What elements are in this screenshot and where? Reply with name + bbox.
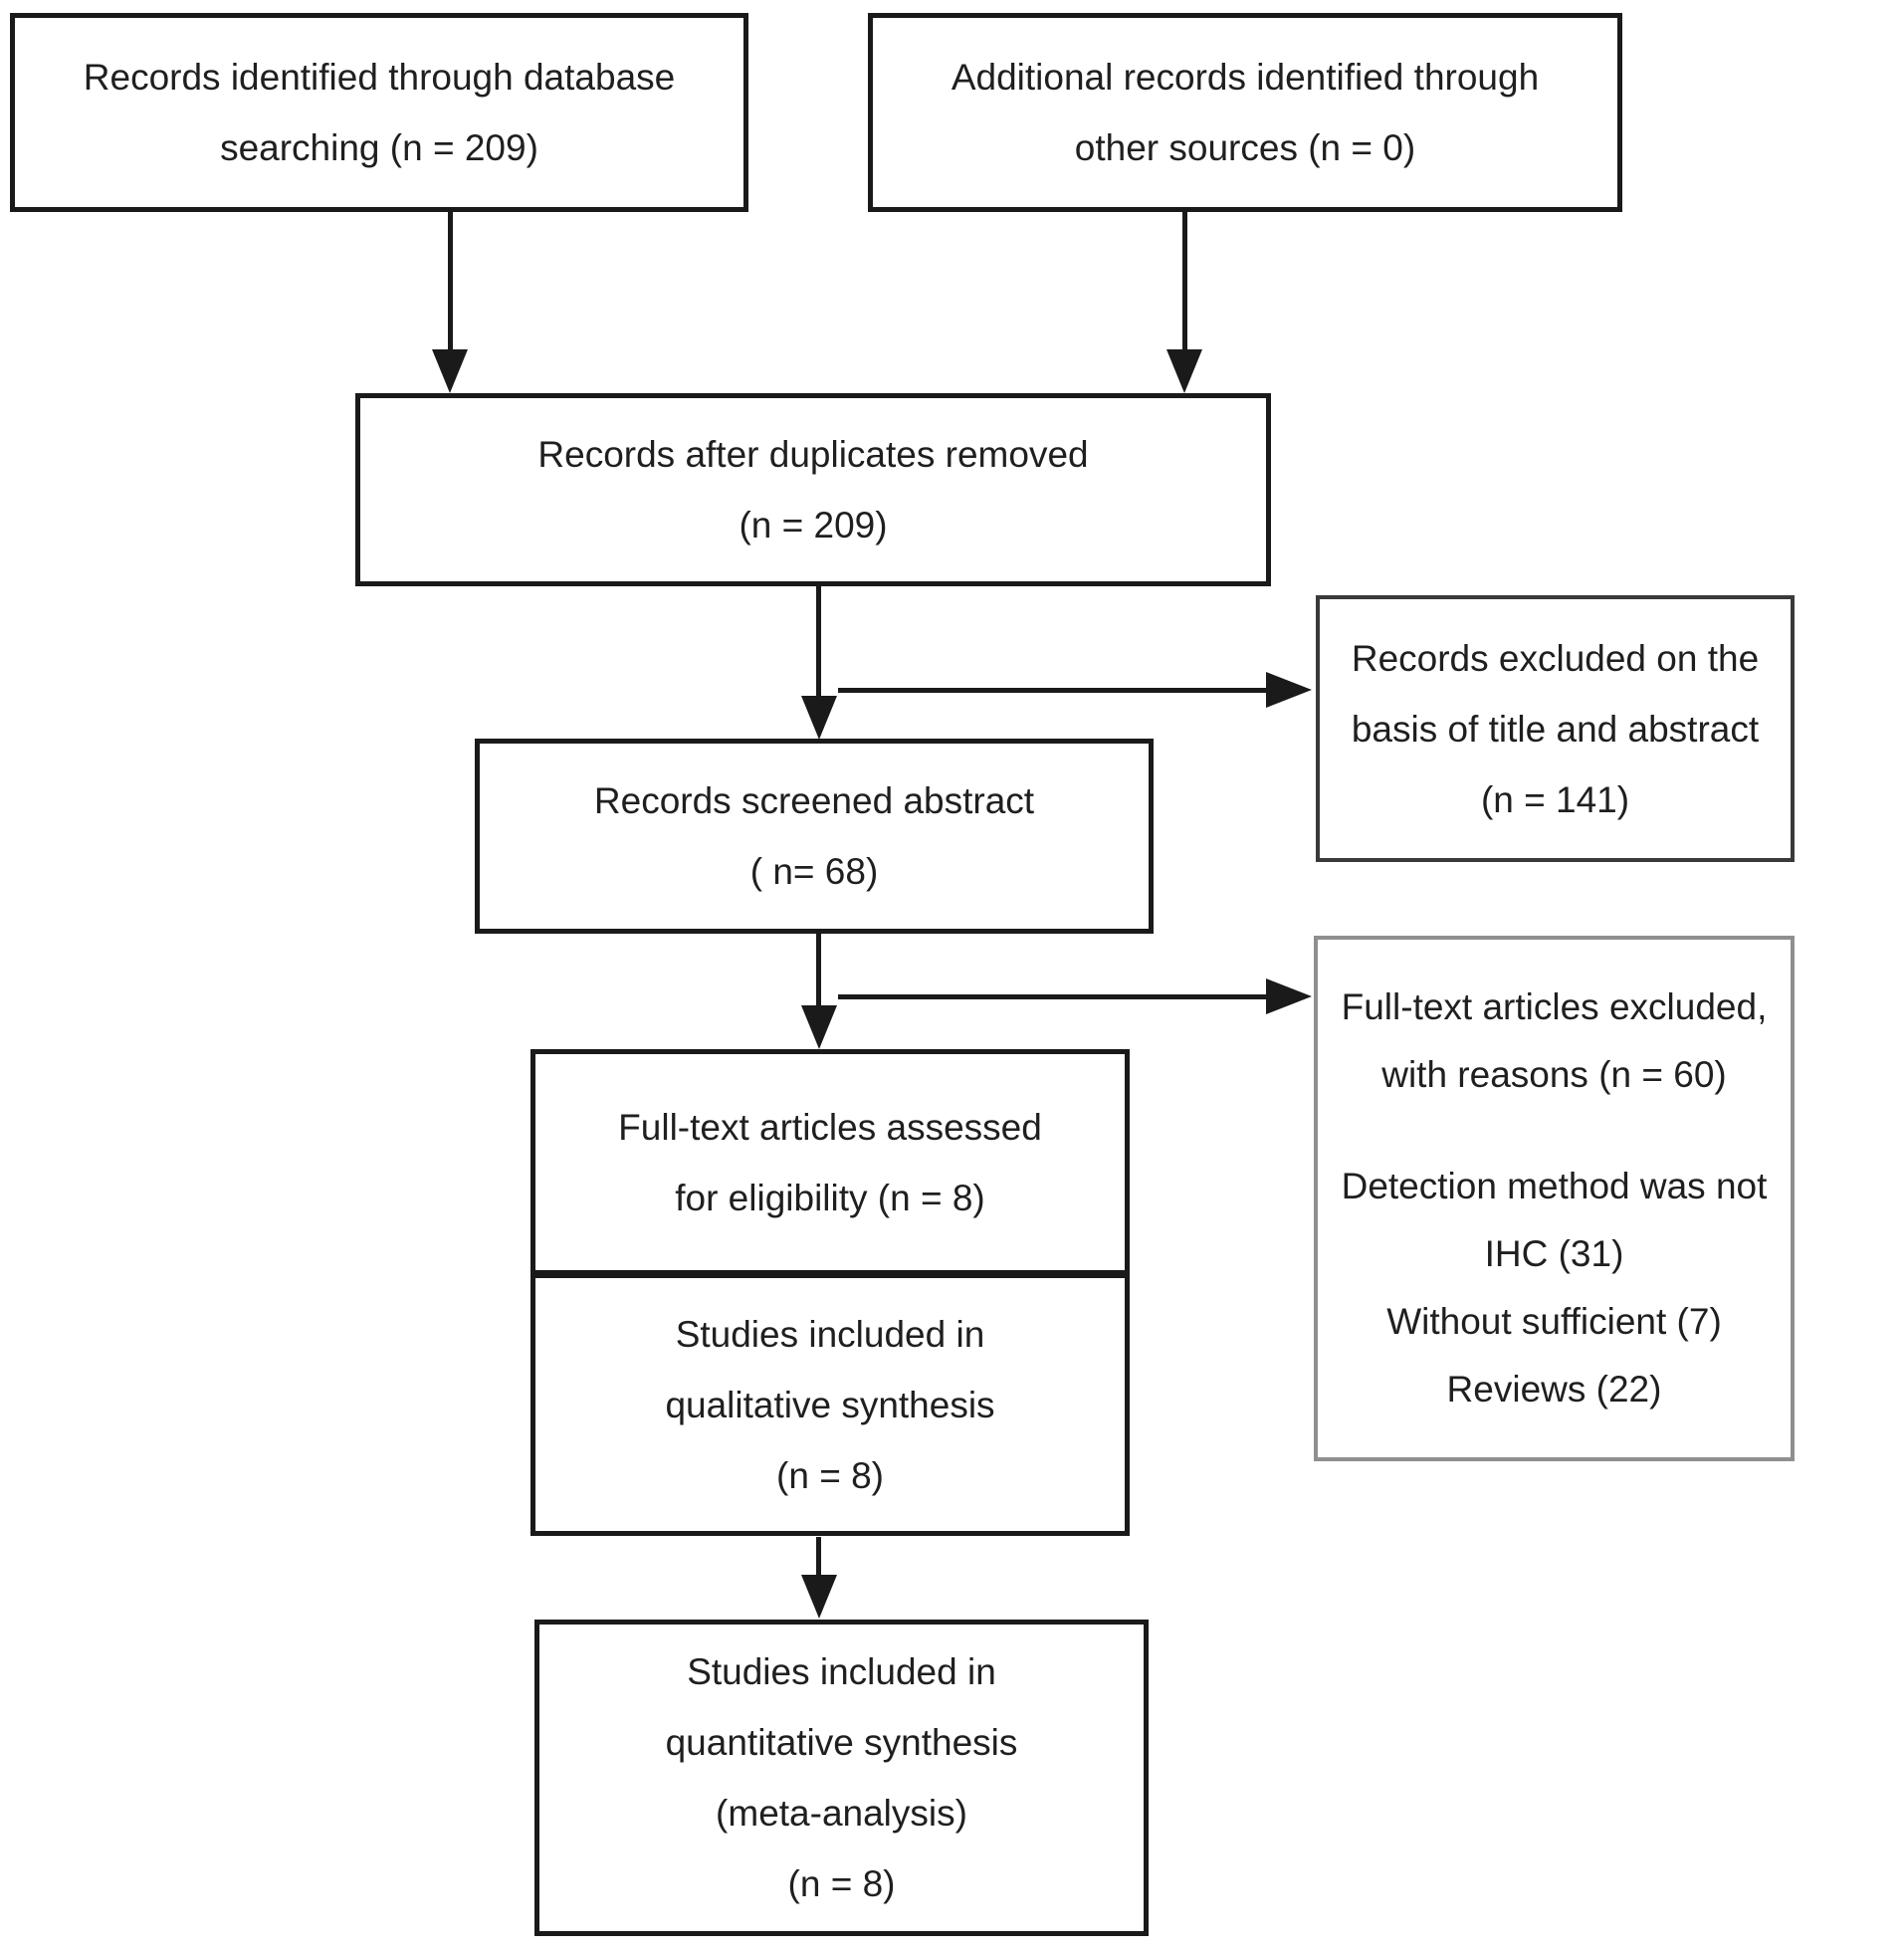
box-studies-quantitative-synthesis: Studies included in quantitative synthes… xyxy=(534,1620,1149,1936)
box-records-after-duplicates-removed-line-2: (n = 209) xyxy=(739,505,888,545)
box-additional-records-other-sources: Additional records identified through ot… xyxy=(868,13,1622,212)
arrow-branch-to-records-excluded-line xyxy=(838,688,1266,693)
box-studies-quantitative-synthesis-line-2: quantitative synthesis xyxy=(665,1722,1018,1763)
box-records-excluded-title-abstract-line-3: (n = 141) xyxy=(1480,778,1630,820)
arrow-duplicates-to-screened-line xyxy=(816,586,821,698)
box-records-identified-database-line-2: searching (n = 209) xyxy=(220,127,538,168)
box-fulltext-articles-excluded-line-1: Full-text articles excluded, xyxy=(1341,986,1768,1027)
box-records-screened-abstract-line-2: ( n= 68) xyxy=(749,851,879,892)
box-records-screened-abstract-line-1: Records screened abstract xyxy=(593,780,1035,821)
box-fulltext-articles-assessed-line-2: for eligibility (n = 8) xyxy=(675,1177,985,1218)
arrow-branch-to-fulltext-excluded-head-icon xyxy=(1266,978,1312,1014)
arrow-qualitative-to-quantitative-head-icon xyxy=(801,1575,837,1619)
box-fulltext-articles-assessed: Full-text articles assessed for eligibil… xyxy=(530,1049,1130,1274)
arrow-database-to-duplicates-line xyxy=(448,212,453,351)
box-fulltext-articles-excluded: Full-text articles excluded, with reason… xyxy=(1314,936,1795,1461)
box-studies-quantitative-synthesis-line-1: Studies included in xyxy=(687,1651,996,1692)
box-fulltext-articles-excluded-line-4: IHC (31) xyxy=(1484,1233,1624,1274)
box-records-identified-database: Records identified through database sear… xyxy=(10,13,748,212)
box-studies-quantitative-synthesis-line-3: (meta-analysis) xyxy=(716,1793,967,1834)
arrow-screened-to-assessed-head-icon xyxy=(801,1005,837,1049)
box-records-screened-abstract: Records screened abstract ( n= 68) xyxy=(475,739,1154,934)
box-additional-records-other-sources-line-1: Additional records identified through xyxy=(951,57,1540,98)
box-studies-qualitative-synthesis-line-2: qualitative synthesis xyxy=(665,1384,995,1425)
box-records-excluded-title-abstract-line-2: basis of title and abstract xyxy=(1351,708,1760,750)
arrow-other-sources-to-duplicates-line xyxy=(1182,212,1187,351)
box-fulltext-articles-excluded-line-2: with reasons (n = 60) xyxy=(1381,1054,1727,1095)
box-records-excluded-title-abstract-line-1: Records excluded on the xyxy=(1351,637,1760,679)
arrow-other-sources-to-duplicates-head-icon xyxy=(1166,349,1202,393)
box-records-after-duplicates-removed-line-1: Records after duplicates removed xyxy=(537,434,1089,475)
box-studies-qualitative-synthesis-line-3: (n = 8) xyxy=(776,1454,884,1496)
arrow-duplicates-to-screened-head-icon xyxy=(801,696,837,740)
box-fulltext-articles-excluded-line-3: Detection method was not xyxy=(1341,1166,1768,1206)
box-fulltext-articles-assessed-line-1: Full-text articles assessed xyxy=(618,1106,1042,1148)
box-additional-records-other-sources-line-2: other sources (n = 0) xyxy=(1074,127,1416,168)
box-records-excluded-title-abstract: Records excluded on the basis of title a… xyxy=(1316,595,1795,862)
arrow-database-to-duplicates-head-icon xyxy=(432,349,468,393)
box-studies-quantitative-synthesis-line-4: (n = 8) xyxy=(787,1863,896,1904)
arrow-screened-to-assessed-line xyxy=(816,934,821,1007)
box-studies-qualitative-synthesis: Studies included in qualitative synthesi… xyxy=(530,1274,1130,1536)
arrow-branch-to-records-excluded-head-icon xyxy=(1266,672,1312,708)
arrow-branch-to-fulltext-excluded-line xyxy=(838,994,1266,999)
arrow-qualitative-to-quantitative-line xyxy=(816,1537,821,1577)
box-records-after-duplicates-removed: Records after duplicates removed (n = 20… xyxy=(355,393,1271,586)
box-fulltext-articles-excluded-line-6: Reviews (22) xyxy=(1446,1369,1662,1410)
box-records-identified-database-line-1: Records identified through database xyxy=(83,57,676,98)
box-studies-qualitative-synthesis-line-1: Studies included in xyxy=(675,1313,985,1355)
box-fulltext-articles-excluded-line-5: Without sufficient (7) xyxy=(1386,1301,1722,1342)
